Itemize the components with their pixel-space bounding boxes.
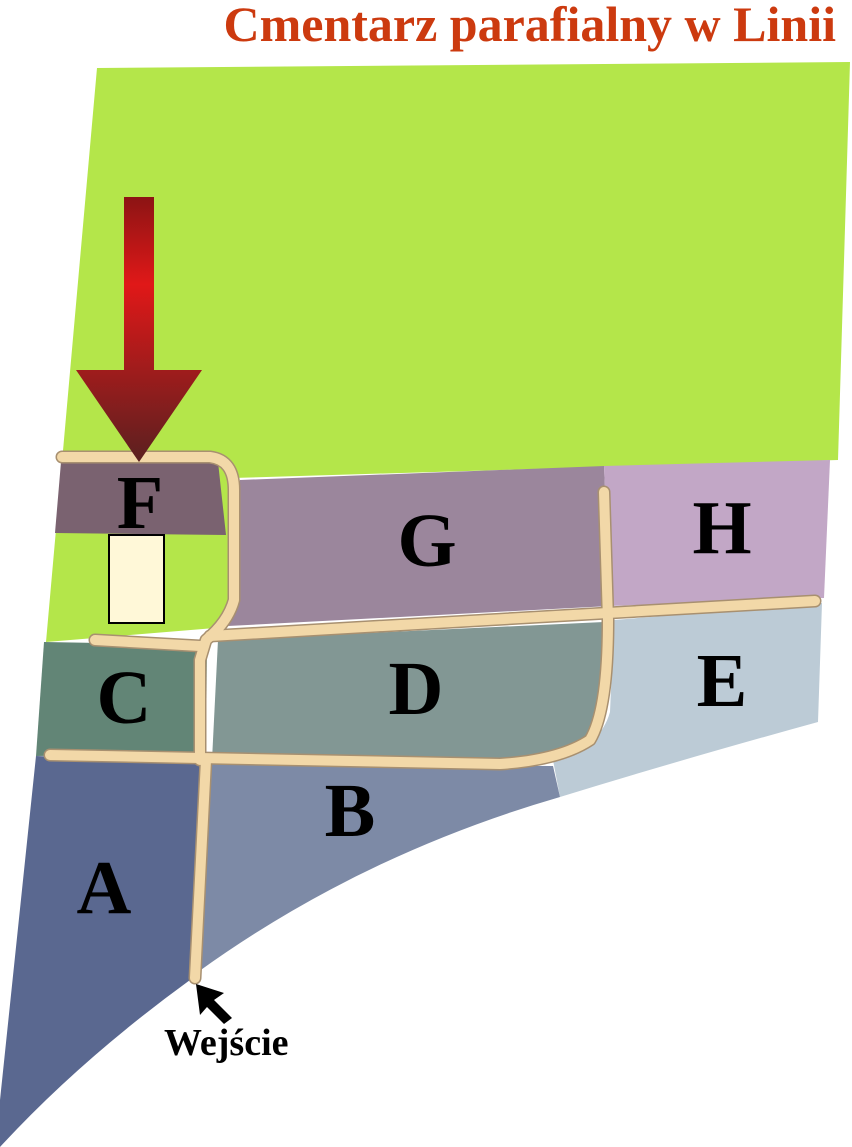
sector-g-area[interactable] [228, 466, 610, 626]
sector-c-label: C [97, 656, 152, 740]
sector-c-area[interactable] [36, 642, 207, 756]
sector-h-area[interactable] [604, 460, 830, 606]
sector-f-area[interactable] [55, 462, 226, 535]
chapel-building [108, 534, 165, 624]
sector-e-area[interactable] [553, 603, 822, 797]
sector-a-area[interactable] [0, 756, 202, 1147]
alley-network [43, 450, 822, 985]
map-title: Cmentarz parafialny w Linii [223, 0, 836, 52]
sector-f-label: F [117, 461, 163, 545]
sector-h-label: H [692, 486, 751, 570]
sector-g-label: G [397, 499, 456, 583]
grass-area [46, 62, 850, 642]
sector-a-label: A [77, 846, 132, 930]
sector-e-label: E [697, 639, 748, 723]
black-pointer-arrow-icon [196, 984, 232, 1024]
sector-b-area[interactable] [198, 764, 560, 972]
red-down-arrow-icon [76, 197, 202, 462]
sector-b-label: B [325, 769, 376, 853]
sector-d-label: D [389, 647, 444, 731]
sector-d-area[interactable] [212, 622, 604, 760]
entrance-label: Wejście [164, 1022, 289, 1064]
